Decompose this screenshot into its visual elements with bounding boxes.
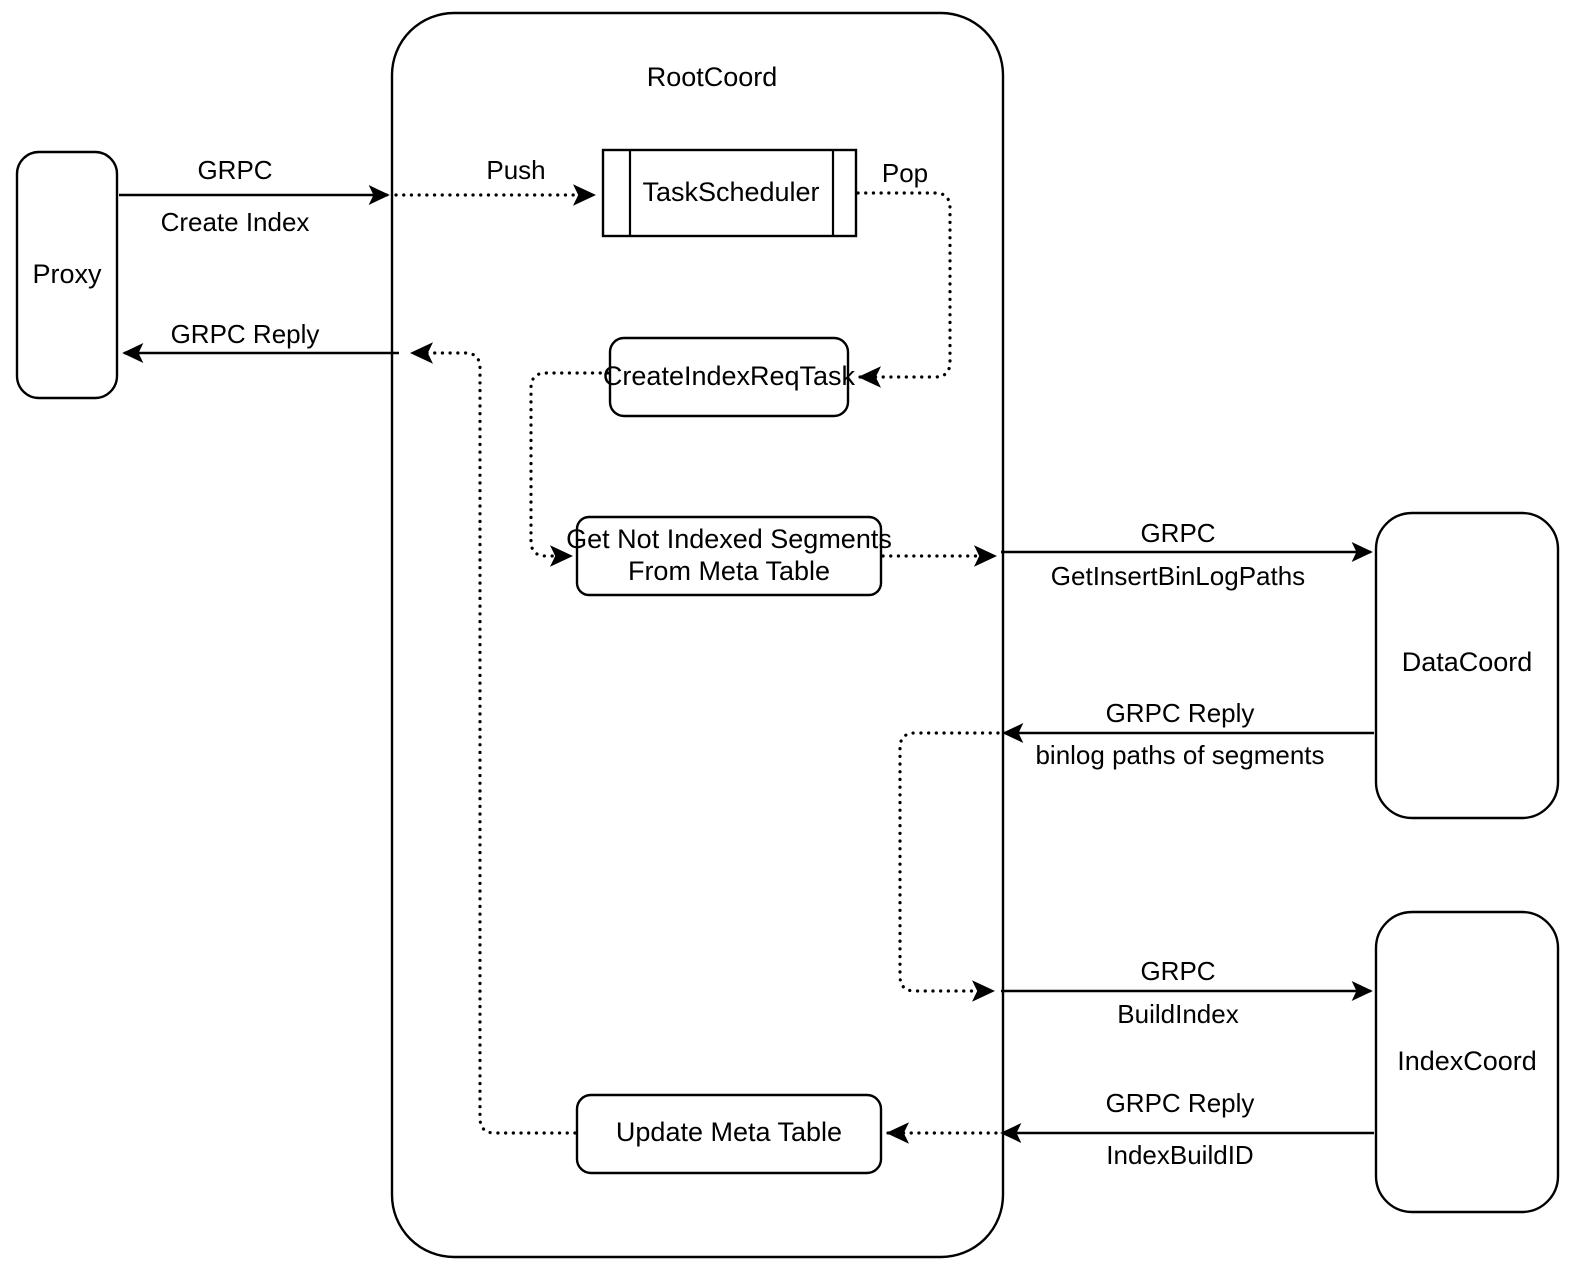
edge-indexcoord-to-rootcoord[interactable]: GRPC Reply IndexBuildID: [1000, 1088, 1374, 1170]
edge-push[interactable]: Push: [394, 155, 596, 206]
edge-rootcoord-to-proxy[interactable]: GRPC Reply: [122, 319, 399, 363]
edge-label-grpc-create: GRPC: [197, 155, 272, 185]
data-coord-label: DataCoord: [1402, 647, 1533, 677]
update-meta-table-shape: [575, 1093, 883, 1175]
rootcoord-container[interactable]: RootCoord: [390, 11, 1005, 1259]
node-task-scheduler[interactable]: TaskScheduler: [601, 148, 858, 238]
node-proxy[interactable]: Proxy: [15, 150, 119, 400]
edge-binlog-to-buildindex[interactable]: [898, 731, 1000, 1002]
edge-task-to-get-segments-line: [529, 371, 610, 567]
edge-rootcoord-to-datacoord[interactable]: GRPC GetInsertBinLogPaths: [1001, 518, 1373, 591]
update-meta-table-label: Update Meta Table: [616, 1117, 842, 1147]
edge-rootcoord-to-indexcoord[interactable]: GRPC BuildIndex: [1001, 956, 1373, 1029]
get-not-indexed-segments-label-line1: Get Not Indexed Segments: [566, 524, 892, 554]
node-update-meta-table[interactable]: Update Meta Table: [575, 1093, 883, 1175]
edge-proxy-to-rootcoord[interactable]: GRPC Create Index: [119, 155, 390, 237]
edge-label-create-index: Create Index: [161, 207, 310, 237]
edge-label-indexbuildid: IndexBuildID: [1106, 1140, 1253, 1170]
edge-label-grpc-reply-indexcoord: GRPC Reply: [1106, 1088, 1255, 1118]
edge-label-grpc-reply-datacoord: GRPC Reply: [1106, 698, 1255, 728]
edge-label-binlog-paths: binlog paths of segments: [1035, 740, 1324, 770]
create-index-req-task-label: CreateIndexReqTask: [603, 361, 856, 391]
edge-label-grpc-reply-proxy: GRPC Reply: [171, 319, 320, 349]
data-coord-shape: [1374, 511, 1560, 820]
task-scheduler-label: TaskScheduler: [642, 177, 819, 207]
edge-label-push: Push: [486, 155, 545, 185]
get-not-indexed-segments-label-line2: From Meta Table: [628, 556, 830, 586]
edge-label-buildindex: BuildIndex: [1117, 999, 1238, 1029]
create-index-req-task-shape: [608, 336, 850, 418]
edge-binlog-to-buildindex-line: [898, 731, 1000, 1002]
node-index-coord[interactable]: IndexCoord: [1374, 910, 1560, 1214]
edge-label-grpc-datacoord: GRPC: [1140, 518, 1215, 548]
index-coord-shape: [1374, 910, 1560, 1214]
index-coord-label: IndexCoord: [1397, 1046, 1537, 1076]
edge-update-meta-to-reply[interactable]: [410, 342, 577, 1135]
edge-pop[interactable]: Pop: [856, 158, 952, 388]
edge-label-pop: Pop: [882, 158, 928, 188]
edge-pop-line: [856, 191, 952, 388]
proxy-label: Proxy: [32, 259, 102, 289]
get-not-indexed-segments-shape: [575, 515, 883, 597]
proxy-shape: [15, 150, 119, 400]
edge-update-meta-to-reply-line: [410, 342, 577, 1135]
edge-label-getinsertbinlogpaths: GetInsertBinLogPaths: [1051, 561, 1305, 591]
rootcoord-container-shape: [390, 11, 1005, 1259]
rootcoord-label: RootCoord: [647, 62, 778, 92]
node-create-index-req-task[interactable]: CreateIndexReqTask: [603, 336, 856, 418]
edge-task-to-get-segments[interactable]: [529, 371, 610, 567]
node-get-not-indexed-segments[interactable]: Get Not Indexed Segments From Meta Table: [566, 515, 892, 597]
task-scheduler-shape: [601, 148, 858, 238]
edge-datacoord-to-rootcoord[interactable]: GRPC Reply binlog paths of segments: [1002, 698, 1374, 770]
node-data-coord[interactable]: DataCoord: [1374, 511, 1560, 820]
edge-label-grpc-indexcoord: GRPC: [1140, 956, 1215, 986]
